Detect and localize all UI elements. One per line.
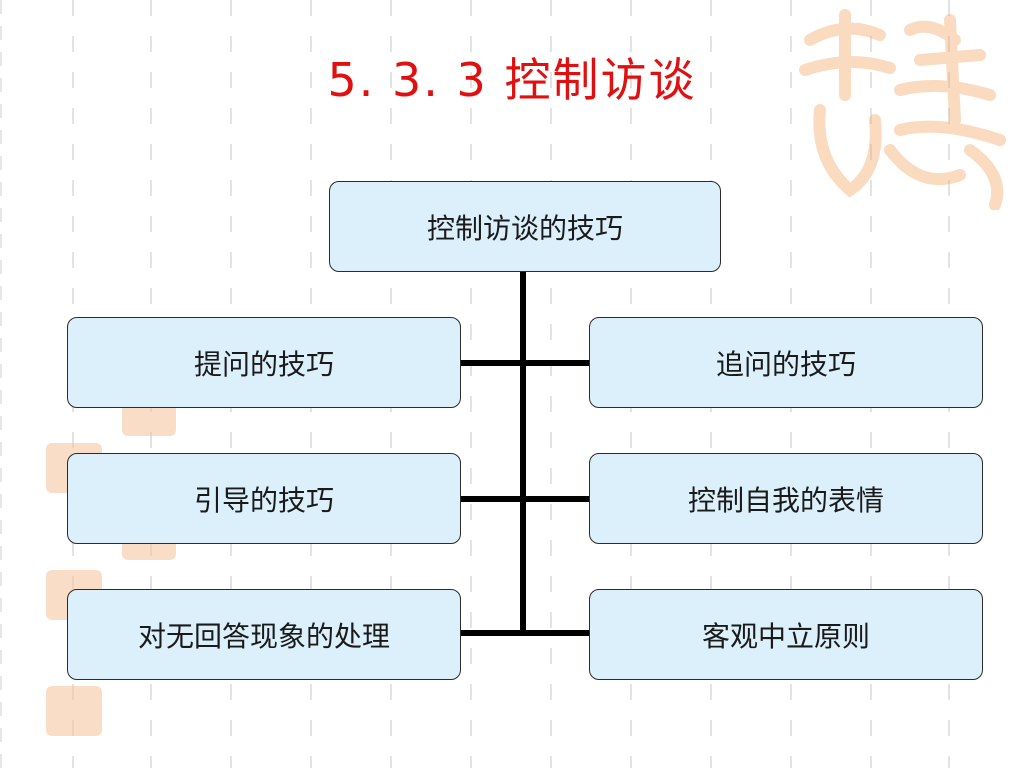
branch-connector [460,630,590,636]
page-title: 5. 3. 3 控制访谈 [327,53,697,107]
diagram-node-right-3: 客观中立原则 [589,589,983,680]
branch-connector [460,360,590,366]
diagram-node-right-2: 控制自我的表情 [589,453,983,544]
diagram-node-left-2: 引导的技巧 [67,453,461,544]
diagram-root-node: 控制访谈的技巧 [329,181,721,272]
branch-connector [460,496,590,502]
background-line [550,0,552,768]
diagram-node-right-1: 追问的技巧 [589,317,983,408]
diagram-node-left-1: 提问的技巧 [67,317,461,408]
small-seal-icon [46,686,102,736]
background-line [470,0,472,768]
diagram-node-left-3: 对无回答现象的处理 [67,589,461,680]
trunk-connector [520,272,526,636]
